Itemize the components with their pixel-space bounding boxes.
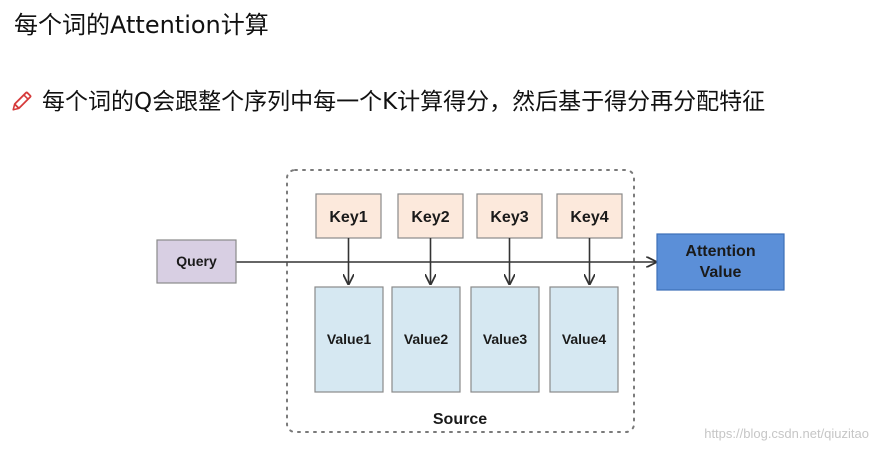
key-box: Key3: [476, 193, 543, 239]
source-container: [286, 169, 635, 433]
attention-value-box: [656, 233, 785, 291]
bullet-point: 每个词的Q会跟整个序列中每一个K计算得分，然后基于得分再分配特征: [8, 84, 765, 120]
key-box: Key1: [315, 193, 382, 239]
key-box: Key4: [556, 193, 623, 239]
pencil-icon: [8, 89, 34, 115]
query-label: Query: [176, 253, 217, 269]
watermark: https://blog.csdn.net/qiuzitao: [704, 426, 869, 441]
value-box: Value4: [549, 286, 619, 393]
value-box: Value3: [470, 286, 540, 393]
attention-value-label: Value: [700, 264, 742, 281]
query-box: [156, 239, 237, 284]
key-label: Key4: [570, 209, 608, 226]
value-label: Value4: [562, 331, 607, 347]
key-box: Key2: [397, 193, 464, 239]
page-title: 每个词的Attention计算: [14, 11, 269, 39]
key-label: Key2: [411, 209, 449, 226]
value-label: Value1: [327, 331, 372, 347]
value-box: Value1: [314, 286, 384, 393]
attention-value-label: Attention: [685, 243, 755, 260]
value-label: Value3: [483, 331, 528, 347]
value-label: Value2: [404, 331, 449, 347]
source-label: Source: [433, 411, 487, 428]
bullet-text: 每个词的Q会跟整个序列中每一个K计算得分，然后基于得分再分配特征: [42, 89, 766, 115]
key-label: Key3: [490, 209, 528, 226]
value-box: Value2: [391, 286, 461, 393]
key-label: Key1: [329, 209, 367, 226]
